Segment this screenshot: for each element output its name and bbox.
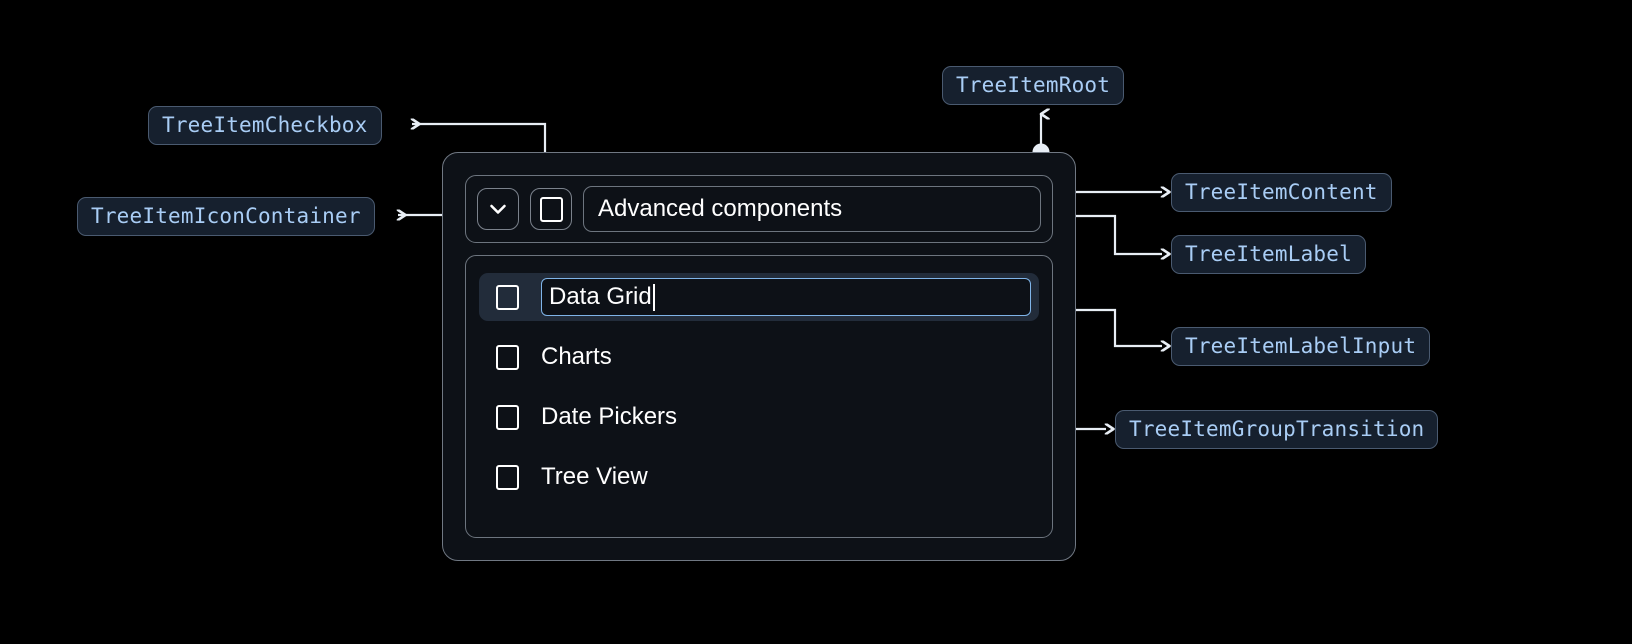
annotation-tree-item-checkbox: TreeItemCheckbox [148,106,382,145]
annotation-tree-item-content: TreeItemContent [1171,173,1392,212]
tree-item-label[interactable]: Tree View [541,463,648,490]
annotation-label: TreeItemContent [1185,180,1378,204]
annotation-tree-item-root: TreeItemRoot [942,66,1125,105]
annotation-tree-item-label-input: TreeItemLabelInput [1171,327,1431,366]
tree-item-group-transition: Data Grid Charts Date Pickers Tree View [465,255,1053,538]
annotation-tree-item-label: TreeItemLabel [1171,235,1366,274]
tree-item-content[interactable]: Advanced components [465,175,1053,243]
annotation-label: TreeItemGroupTransition [1129,417,1425,441]
tree-item-checkbox[interactable] [496,344,519,370]
tree-item-checkbox[interactable] [496,404,519,430]
tree-item-label[interactable]: Charts [541,343,612,370]
chevron-down-icon [485,196,511,222]
annotation-label: TreeItemLabel [1185,242,1352,266]
tree-item-root[interactable]: Advanced components Data Grid Charts Dat… [442,152,1076,561]
tree-item-label-input[interactable]: Data Grid [541,278,1031,316]
tree-item-child-row[interactable]: Tree View [479,453,1039,501]
text-caret [652,283,655,311]
tree-item-checkbox[interactable] [496,284,519,310]
tree-item-label[interactable]: Advanced components [583,186,1041,232]
tree-item-label-input-value: Data Grid [549,283,652,310]
tree-item-label[interactable]: Date Pickers [541,403,678,430]
tree-item-checkbox[interactable] [530,188,572,230]
annotation-label: TreeItemCheckbox [162,113,368,137]
annotation-label: TreeItemLabelInput [1185,334,1417,358]
tree-item-child-row[interactable]: Charts [479,333,1039,381]
annotation-label: TreeItemIconContainer [91,204,361,228]
tree-item-child-row[interactable]: Data Grid [479,273,1039,321]
annotation-tree-item-group-transition: TreeItemGroupTransition [1115,410,1439,449]
checkbox-square-icon [539,196,563,222]
annotation-tree-item-icon-container: TreeItemIconContainer [77,197,375,236]
annotation-label: TreeItemRoot [956,73,1111,97]
tree-item-label-text: Advanced components [598,195,843,222]
tree-item-child-row[interactable]: Date Pickers [479,393,1039,441]
tree-item-checkbox[interactable] [496,464,519,490]
tree-item-icon-container[interactable] [477,188,519,230]
